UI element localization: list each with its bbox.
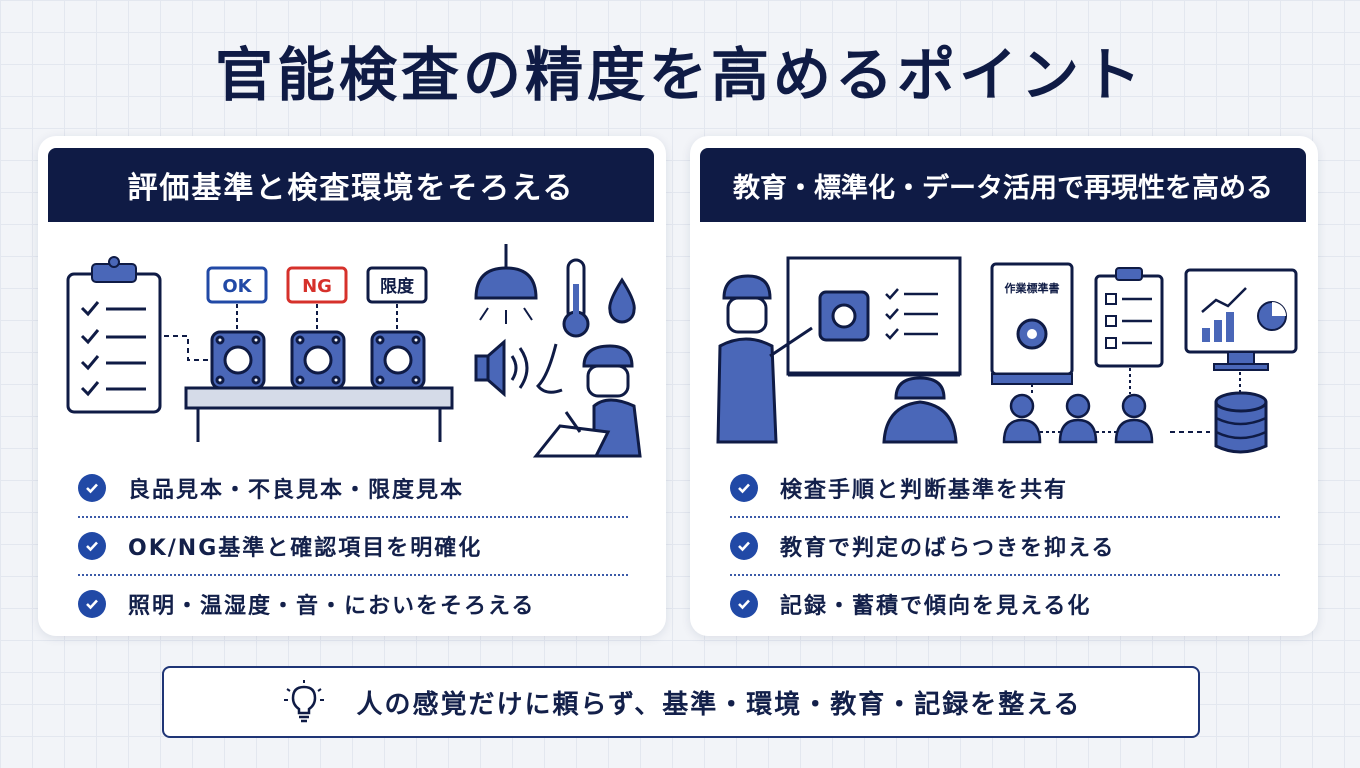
thermometer-icon: [562, 258, 590, 338]
training-data-illustration: 作業標準書: [716, 256, 1298, 454]
checklist-icon: [1094, 267, 1164, 368]
list-item-label: 教育で判定のばらつきを抑える: [780, 536, 1116, 561]
list-item: OK/NG基準と確認項目を明確化: [78, 518, 628, 576]
trainee-icon: [882, 376, 958, 444]
list-item: 良品見本・不良見本・限度見本: [78, 460, 628, 518]
summary-banner: 人の感覚だけに頼らず、基準・環境・教育・記録を整える: [162, 666, 1200, 738]
summary-text: 人の感覚だけに頼らず、基準・環境・教育・記録を整える: [356, 689, 1082, 720]
work-standard-manual-icon: 作業標準書: [990, 262, 1074, 385]
sample-part-good: [210, 330, 266, 390]
nose-icon: [535, 343, 563, 394]
inspection-environment-illustration: OK NG 限度: [66, 244, 642, 458]
lightbulb-icon: [283, 680, 324, 723]
list-item: 検査手順と判断基準を共有: [730, 460, 1280, 518]
list-item-label: 記録・蓄積で傾向を見える化: [780, 594, 1092, 619]
clipboard-icon: [66, 256, 162, 414]
list-item-label: 良品見本・不良見本・限度見本: [128, 478, 465, 503]
lamp-icon: [474, 244, 538, 324]
label-ng: NG: [286, 266, 348, 304]
label-limit-text: 限度: [380, 276, 415, 297]
whiteboard-icon: [786, 256, 962, 377]
training-list: 検査手順と判断基準を共有 教育で判定のばらつきを抑える 記録・蓄積で傾向を見える…: [730, 460, 1280, 632]
manual-label-text: 作業標準書: [1005, 281, 1060, 295]
list-item: 教育で判定のばらつきを抑える: [730, 518, 1280, 576]
inspector-worker-icon: [532, 344, 642, 458]
label-ng-text: NG: [302, 276, 332, 297]
check-icon: [730, 474, 758, 502]
database-icon: [1214, 391, 1268, 454]
analytics-monitor-icon: [1184, 268, 1298, 371]
label-ok-text: OK: [222, 276, 252, 297]
card-heading: 評価基準と検査環境をそろえる: [48, 148, 654, 222]
check-icon: [78, 474, 106, 502]
inspection-table: [184, 386, 454, 442]
list-item-label: 検査手順と判断基準を共有: [780, 478, 1069, 503]
list-item-label: 照明・温湿度・音・においをそろえる: [128, 594, 536, 619]
label-ok: OK: [206, 266, 268, 304]
list-item-label: OK/NG基準と確認項目を明確化: [128, 536, 483, 561]
check-icon: [78, 590, 106, 618]
list-item: 記録・蓄積で傾向を見える化: [730, 576, 1280, 632]
list-item: 照明・温湿度・音・においをそろえる: [78, 576, 628, 632]
humidity-drop-icon: [608, 277, 636, 324]
team-members-icon: [1002, 393, 1154, 444]
criteria-list: 良品見本・不良見本・限度見本 OK/NG基準と確認項目を明確化 照明・温湿度・音…: [78, 460, 628, 632]
page-title: 官能検査の精度を高めるポイント: [214, 41, 1145, 109]
instructor-icon: [716, 274, 813, 444]
speaker-icon: [474, 338, 529, 398]
check-icon: [78, 532, 106, 560]
card-training-standardization: 教育・標準化・データ活用で再現性を高める: [690, 136, 1318, 636]
sample-part-defect: [290, 330, 346, 390]
card-heading: 教育・標準化・データ活用で再現性を高める: [700, 148, 1306, 222]
check-icon: [730, 532, 758, 560]
card-criteria-environment: 評価基準と検査環境をそろえる OK: [38, 136, 666, 636]
sample-part-limit: [370, 330, 426, 390]
label-limit: 限度: [366, 266, 428, 304]
check-icon: [730, 590, 758, 618]
